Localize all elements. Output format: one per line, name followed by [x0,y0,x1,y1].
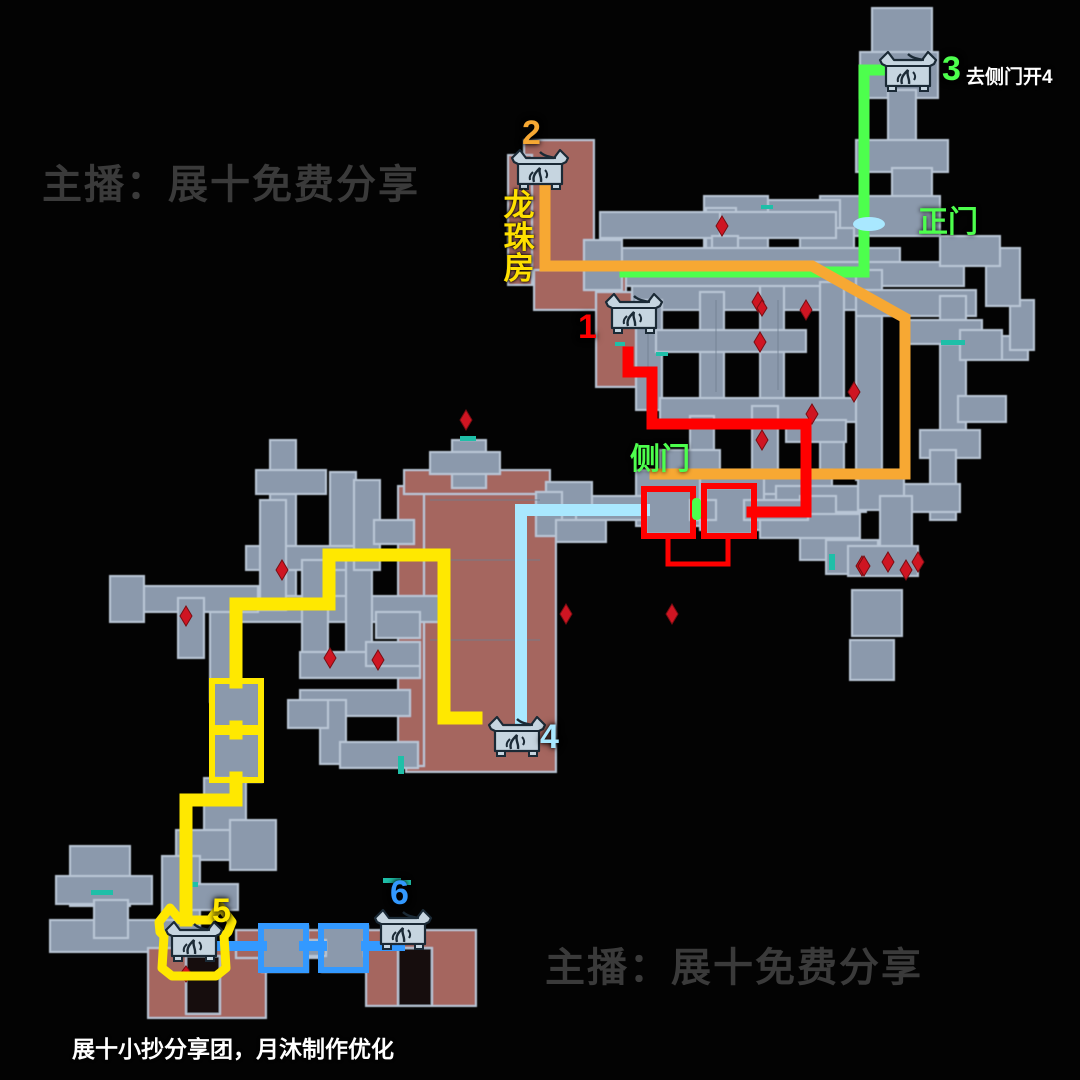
dragon-pearl-room-label: 龙 珠 房 [503,190,535,285]
marker-number-4[interactable]: 4 [540,718,559,756]
marker-number-1[interactable]: 1 [578,308,597,346]
route-cyan [515,504,650,728]
watermark-bottom: 主播：展十免费分享 [545,946,923,990]
goto-side-gate-label: 去侧门开4 [966,67,1053,88]
marker-number-3[interactable]: 3 [942,50,961,88]
blue-box-right [318,923,369,973]
chest-icon-5[interactable] [154,901,237,981]
dragon-pearl-char-0: 龙 [503,188,535,223]
credit-text: 展十小抄分享团，月沐制作优化 [72,1036,394,1062]
side-gate-link [665,536,731,567]
chest-icon-3[interactable] [878,50,938,93]
chest-icon-1[interactable] [604,292,664,335]
marker-number-2[interactable]: 2 [522,114,541,152]
dragon-pearl-char-2: 房 [503,251,535,287]
chest-icon-4[interactable] [487,715,547,758]
route-green [619,64,899,278]
side-gate-door-icon [692,498,701,520]
highlight-boxes [209,483,757,973]
front-gate-label: 正门 [918,206,978,239]
marker-number-5[interactable]: 5 [212,892,231,930]
marker-number-6[interactable]: 6 [390,874,409,912]
side-gate-label: 侧门 [630,443,690,476]
front-gate-door-icon [853,217,885,231]
route-orange [539,176,911,480]
loot-pin-icon [179,215,925,983]
dragon-pearl-char-1: 珠 [503,219,535,255]
chest-icon-6[interactable] [373,908,433,951]
yellow-box-upper [209,678,264,731]
blue-box-left [258,923,309,973]
watermark-top: 主播：展十免费分享 [42,163,420,207]
yellow-box-lower [209,729,264,783]
route-red [622,346,812,518]
door-marker-icon [91,205,965,895]
chest-icon-2[interactable] [510,148,570,191]
